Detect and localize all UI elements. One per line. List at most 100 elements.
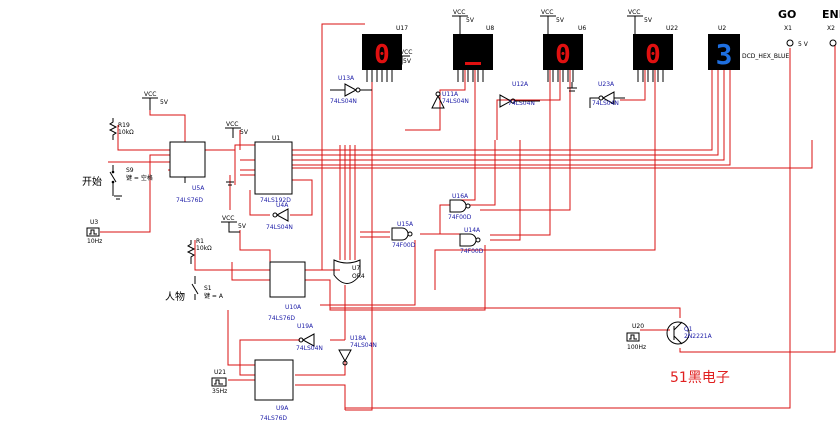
svg-text:OR4: OR4: [352, 273, 365, 280]
svg-text:100Hz: 100Hz: [627, 344, 646, 351]
svg-text:VCC: VCC: [541, 9, 553, 16]
switch-icon: [191, 276, 199, 300]
chip-body: [169, 141, 206, 178]
switch-key: 键 = A: [204, 292, 224, 300]
display-body: [543, 34, 583, 70]
svg-text:5V: 5V: [403, 58, 412, 65]
nand-gate-icon: [459, 233, 477, 247]
svg-text:U12A: U12A: [512, 81, 529, 88]
svg-text:U16A: U16A: [452, 193, 469, 200]
clock-icon: [86, 227, 100, 237]
svg-text:5V: 5V: [556, 17, 565, 24]
display-segment-bar: [465, 62, 481, 65]
inverter-u19a: U19A 74LS04N: [296, 323, 323, 352]
power-symbols: VCC 5V VCC 5V VCC 5V VCC 5V VCC 5V VCC 5…: [114, 9, 653, 233]
ground-icon: [226, 181, 234, 186]
nand-u14a: U14A 74F00D: [459, 227, 484, 255]
svg-text:U11A: U11A: [442, 91, 459, 98]
ground-icon: [567, 82, 577, 92]
vcc-u8: VCC 5V: [452, 9, 475, 34]
switch-ref: S9: [126, 167, 134, 174]
display-ref: U2: [718, 25, 726, 32]
terminal-go: GO X1 5 V: [778, 8, 809, 48]
transistor-q1: Q1 2N2221A: [666, 321, 713, 345]
display-ref: U8: [486, 25, 494, 32]
resistor-r19: R19 10kΩ: [108, 118, 134, 140]
nand-u16a: U16A 74F00D: [448, 193, 472, 221]
vcc-u22: VCC 5V: [627, 9, 653, 34]
inverter-triangle-icon: [344, 83, 358, 97]
ground-icon: [114, 195, 122, 200]
display-body: [708, 34, 740, 70]
svg-text:10kΩ: 10kΩ: [118, 129, 134, 136]
wires: [100, 23, 836, 411]
x1-voltage: 5 V: [798, 41, 809, 48]
svg-text:U18A: U18A: [350, 335, 367, 342]
resistor-icon: [186, 240, 196, 264]
svg-text:74LS04N: 74LS04N: [296, 345, 323, 352]
svg-text:35Hz: 35Hz: [212, 388, 227, 395]
svg-text:74LS04N: 74LS04N: [508, 100, 535, 107]
svg-text:U20: U20: [632, 323, 644, 330]
svg-text:74LS04N: 74LS04N: [592, 100, 619, 107]
display-ref: U17: [396, 25, 408, 32]
x1-terminal-icon: [786, 39, 794, 47]
svg-text:VCC: VCC: [226, 121, 238, 128]
clock-u21: U21 35Hz: [211, 369, 227, 395]
svg-text:74LS04N: 74LS04N: [442, 98, 469, 105]
chip-body: [254, 359, 294, 401]
display-digit: 3: [716, 38, 733, 71]
svg-text:74LS76D: 74LS76D: [176, 197, 203, 204]
watermark: 51黑电子: [670, 370, 730, 386]
svg-text:74LS04N: 74LS04N: [266, 224, 293, 231]
svg-text:VCC: VCC: [222, 215, 234, 222]
inverter-u18a: U18A 74LS04N: [338, 335, 377, 366]
svg-text:U9A: U9A: [276, 405, 289, 412]
display-u22: U22 0 A B C D E F G: [633, 25, 678, 82]
display-u6: U6 0 A B C D E F G: [543, 25, 586, 82]
svg-text:74LS04N: 74LS04N: [330, 98, 357, 105]
svg-text:U1: U1: [272, 135, 280, 142]
switch-s1[interactable]: 人物 S1 键 = A: [165, 276, 224, 303]
svg-text:VCC: VCC: [400, 49, 412, 56]
segment-pins: A B C D E F G: [637, 65, 661, 69]
svg-text:74LS76D: 74LS76D: [260, 415, 287, 422]
svg-text:U5A: U5A: [192, 185, 205, 192]
display-u8: U8 A B C D E F G: [453, 25, 494, 82]
svg-text:74LS04N: 74LS04N: [350, 342, 377, 349]
svg-text:U3: U3: [90, 219, 98, 226]
resistor-icon: [108, 118, 118, 140]
inverter-triangle-icon: [301, 333, 315, 347]
display-digit: 0: [374, 40, 390, 70]
switch-s9[interactable]: 开始 S9 键 = 空格: [82, 165, 153, 196]
flipflop-u9a: U9A 74LS76D: [254, 359, 294, 422]
svg-text:U13A: U13A: [338, 75, 355, 82]
svg-text:74LS192D: 74LS192D: [260, 197, 291, 204]
svg-text:5V: 5V: [238, 223, 247, 230]
svg-text:U21: U21: [214, 369, 226, 376]
display-ref: U22: [666, 25, 678, 32]
svg-text:U7: U7: [352, 265, 360, 272]
inverter-u4a: U4A 74LS04N: [266, 202, 293, 231]
inverter-triangle-icon: [338, 349, 352, 363]
clock-icon: [626, 332, 640, 342]
counter-u1: U1 74LS192D: [254, 135, 293, 204]
end-label: END: [822, 8, 840, 21]
terminal-end: END X2: [822, 8, 840, 47]
svg-text:74F00D: 74F00D: [460, 248, 484, 255]
svg-text:Q1: Q1: [684, 326, 693, 333]
or-gate-icon: [333, 259, 361, 284]
transistor-icon: [666, 321, 690, 345]
inverter-u11a: U11A 74LS04N: [431, 91, 469, 109]
svg-text:2N2221A: 2N2221A: [684, 333, 713, 340]
svg-text:U4A: U4A: [276, 202, 289, 209]
vcc-u6: VCC 5V: [540, 9, 565, 34]
switch-icon: [109, 165, 117, 196]
svg-text:74F00D: 74F00D: [392, 242, 416, 249]
switch-key: 键 = 空格: [126, 174, 153, 182]
svg-text:U10A: U10A: [285, 304, 302, 311]
clock-u20: U20 100Hz: [626, 323, 646, 351]
display-digit: 0: [645, 40, 661, 70]
switch-ref: S1: [204, 285, 212, 292]
